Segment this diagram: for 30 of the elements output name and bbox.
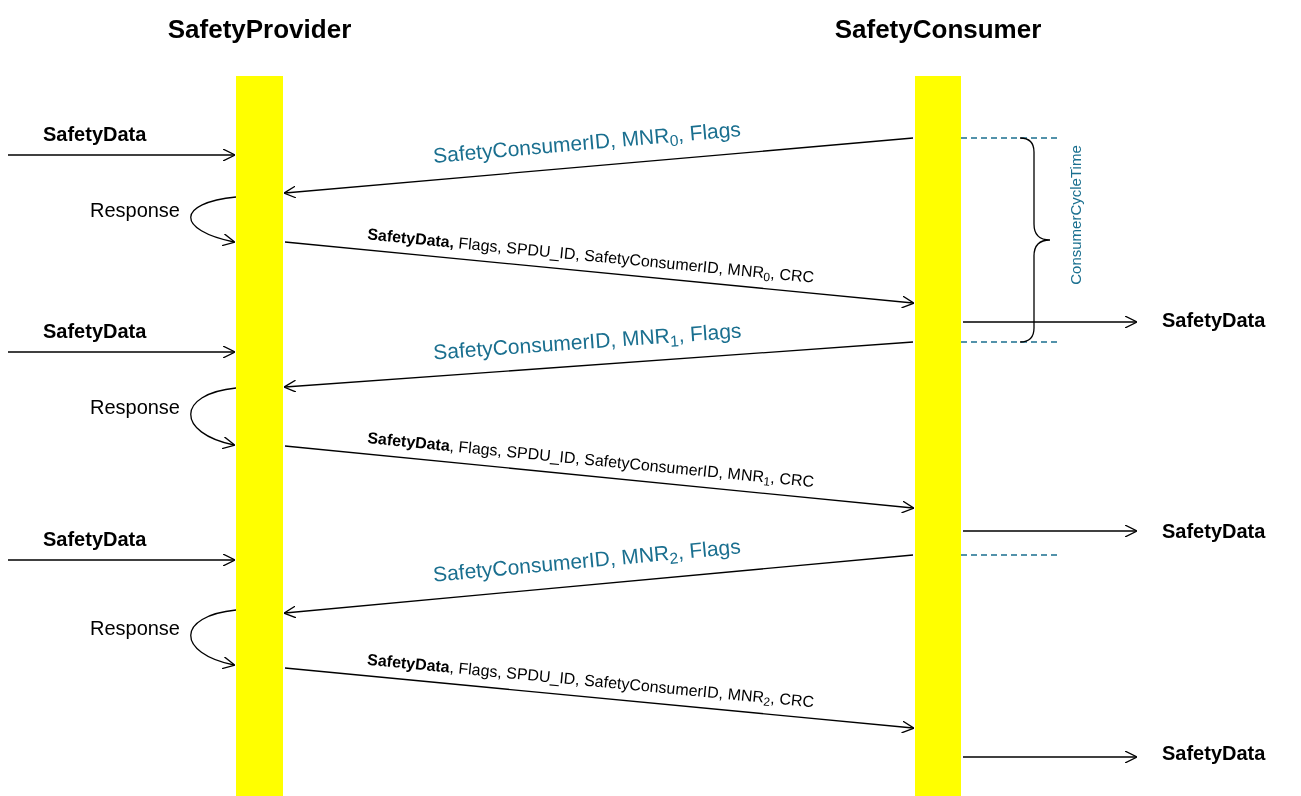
arrow [962,750,1138,764]
edge-label: Response [89,394,180,420]
arrow [962,524,1138,538]
arrow [7,345,236,359]
arrow [284,445,915,514]
node-text: SafetyData [1162,517,1266,545]
arrow [283,341,914,393]
vertical-label: ConsumerCycleTime [1067,145,1083,285]
lifeline-heading: SafetyProvider [167,13,352,46]
arrow [962,315,1138,329]
edge-label: Response [89,197,180,223]
arrow [283,554,914,619]
edge-label: SafetyData [43,122,147,147]
curved-arrow [190,387,237,449]
lifeline-heading: SafetyConsumer [834,13,1042,46]
arrow [7,553,236,567]
arrow [284,667,915,734]
arrow [7,148,236,162]
arrow [283,137,914,199]
arrow [284,241,915,309]
edge-label: SafetyData [43,319,147,344]
edge-label: SafetyData, Flags, SPDU_ID, SafetyConsumerID, MNR$_{0}$, CRC [366,225,815,286]
node-text: SafetyData [1162,739,1266,767]
curved-arrow [190,196,237,246]
edge-label: Response [89,615,180,641]
node-text: SafetyData [1162,306,1266,334]
edge-label: SafetyData [43,527,147,552]
edge-label: SafetyData, Flags, SPDU_ID, SafetyConsumerID, MNR$_{1}$, CRC [366,430,815,491]
edge-label: SafetyData, Flags, SPDU_ID, SafetyConsumerID, MNR$_{2}$, CRC [366,651,815,711]
curved-arrow [190,609,237,669]
